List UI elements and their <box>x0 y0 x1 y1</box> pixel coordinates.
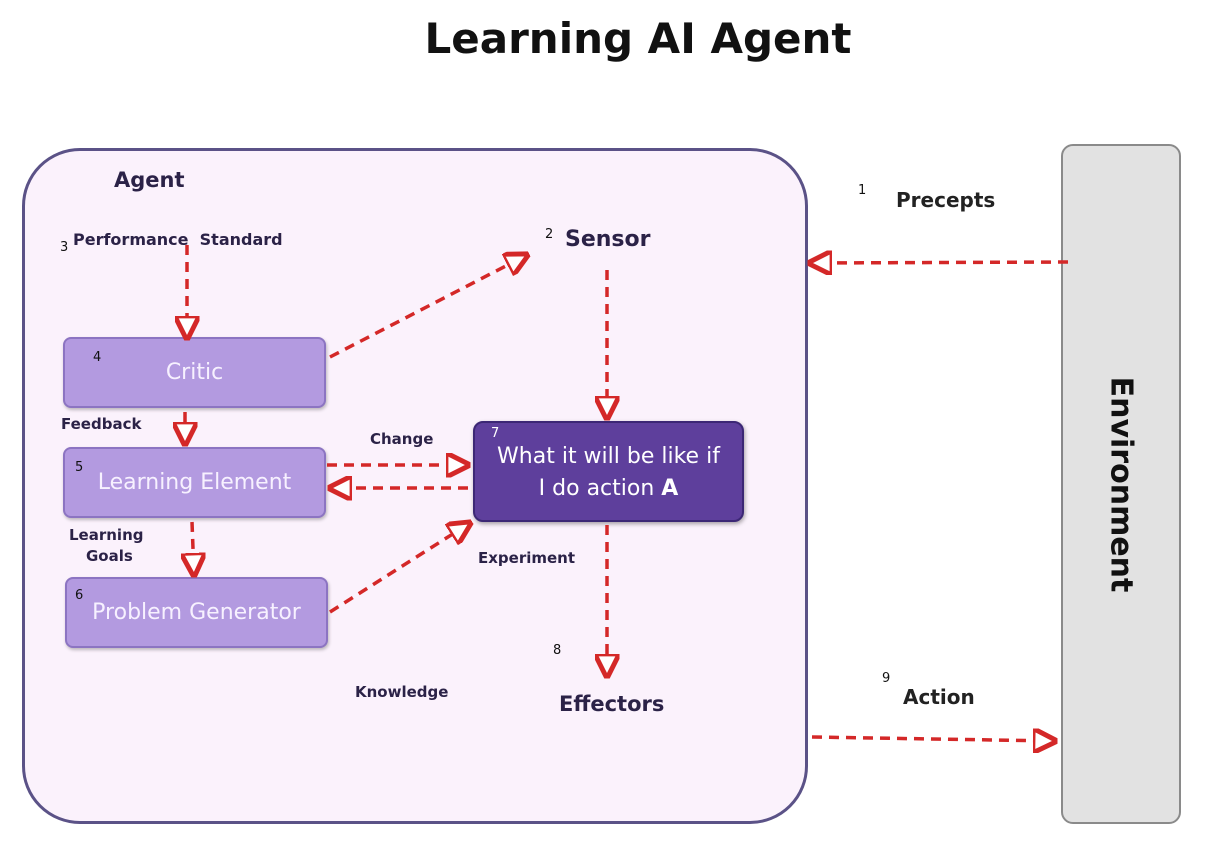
arrow-agent-to-environment <box>811 737 1055 741</box>
learning-element-label: Learning Element <box>97 470 292 495</box>
learning-element-box: Learning Element <box>63 447 326 518</box>
effectors-number: 8 <box>553 643 562 658</box>
problem-generator-box: Problem Generator <box>65 577 328 648</box>
precepts-label: Precepts <box>896 188 996 212</box>
arrow-problem-to-action <box>329 523 470 614</box>
feedback-label: Feedback <box>61 415 142 433</box>
diagram-title: Learning AI Agent <box>424 14 852 63</box>
performance-standard-label: Performance Standard <box>73 230 283 249</box>
experiment-label: Experiment <box>478 549 576 567</box>
learning-element-number: 5 <box>75 460 84 475</box>
action-prediction-box: What it will be like if I do action A <box>473 421 744 522</box>
arrow-learning-to-problem <box>192 521 194 575</box>
learning-goals-label-line2: Goals <box>86 547 133 565</box>
critic-number: 4 <box>93 350 102 365</box>
learning-goals-label-line1: Learning <box>69 526 144 544</box>
knowledge-label: Knowledge <box>355 683 449 701</box>
action-box-line1: What it will be like if <box>497 444 720 469</box>
action-box-line2: I do action <box>538 476 655 501</box>
action-box-line2-wrap: I do action A <box>475 473 742 505</box>
environment-box <box>1061 144 1181 824</box>
action-box-number: 7 <box>491 426 500 441</box>
arrow-environment-to-agent <box>810 262 1069 263</box>
change-label: Change <box>370 430 434 448</box>
problem-generator-number: 6 <box>75 588 84 603</box>
problem-generator-label: Problem Generator <box>92 600 301 625</box>
critic-label: Critic <box>165 360 224 385</box>
action-label: Action <box>903 685 975 709</box>
sensor-number: 2 <box>545 227 554 242</box>
arrow-critic-to-sensor <box>329 255 527 359</box>
action-number: 9 <box>882 671 891 686</box>
performance-standard-number: 3 <box>60 240 69 255</box>
action-box-line2-emphasis: A <box>661 476 679 501</box>
effectors-label: Effectors <box>559 692 665 716</box>
precepts-number: 1 <box>858 183 867 198</box>
agent-label: Agent <box>114 168 185 192</box>
sensor-label: Sensor <box>565 227 651 252</box>
